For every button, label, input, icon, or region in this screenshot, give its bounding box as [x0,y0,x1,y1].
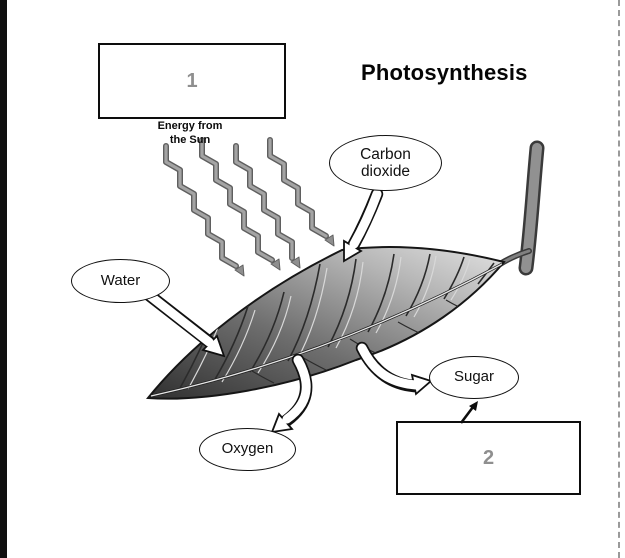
carbon-dioxide-text-line2: dioxide [360,163,411,180]
diagram-title: Photosynthesis [361,60,528,85]
oxygen-oval-label: Oxygen [199,428,296,471]
water-oval-label: Water [71,259,170,303]
leaf-midrib [150,262,503,398]
water-text: Water [100,271,141,289]
answer-box-1[interactable]: 1 [98,43,286,119]
page-dashed-edge [618,0,620,558]
answer-box-1-number: 1 [186,69,198,92]
leaf-illustration [146,246,506,400]
answer-box-2[interactable]: 2 [396,421,581,495]
oxygen-arrow [270,353,313,434]
box2-to-sugar-arrow [459,401,478,424]
carbon-dioxide-oval-label: Carbon dioxide [329,135,442,191]
sugar-oval-label: Sugar [429,356,519,399]
carbon-dioxide-arrow [343,187,384,263]
energy-from-sun-label: Energy from the Sun [138,120,242,148]
sugar-arrow [355,341,433,396]
energy-label-line1: Energy from [157,120,223,132]
carbon-dioxide-text-line1: Carbon [360,145,411,163]
energy-label-line2: the Sun [169,133,211,146]
answer-box-2-number: 2 [482,446,495,469]
oxygen-text: Oxygen [221,440,274,458]
page-edge-bar [0,0,7,558]
sugar-text: Sugar [453,368,495,386]
water-arrow [142,288,226,358]
branch-twig [497,140,545,276]
sun-rays-arrows [163,137,335,277]
